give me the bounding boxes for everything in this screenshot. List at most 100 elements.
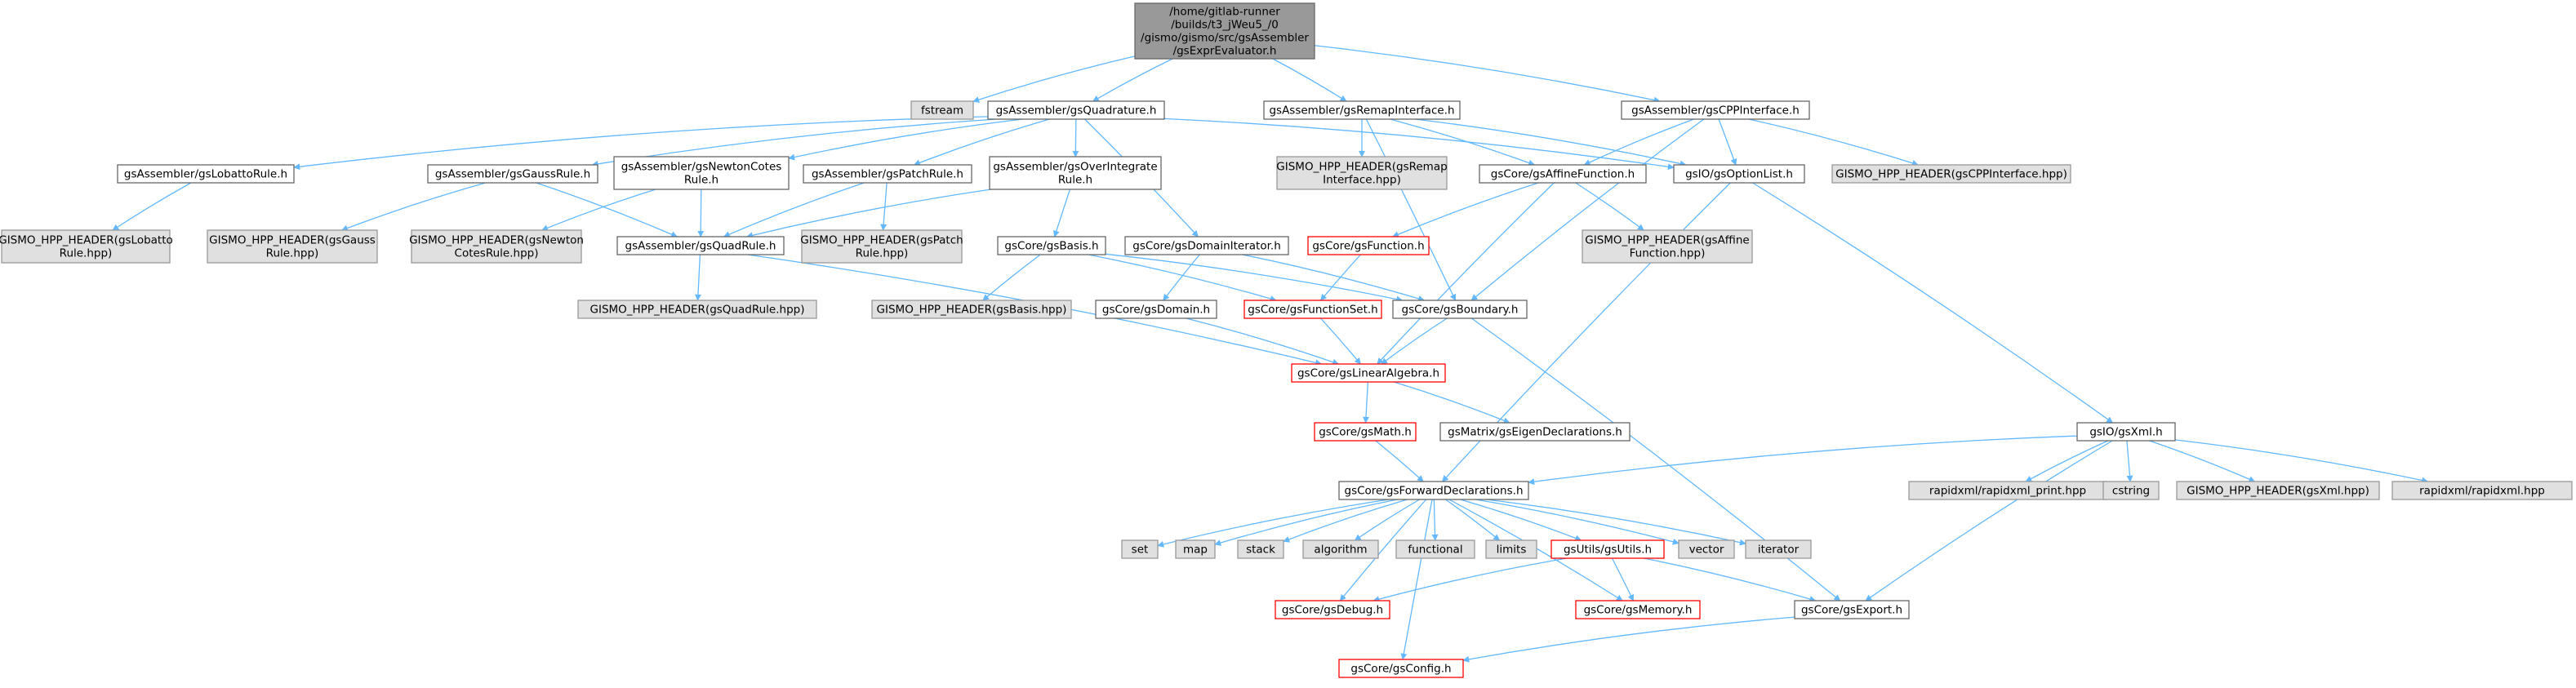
node-xml[interactable]: gsIO/gsXml.h (2076, 422, 2176, 442)
node-label-affine: gsCore/gsAffineFunction.h (1491, 167, 1635, 180)
node-cpp[interactable]: gsAssembler/gsCPPInterface.h (1621, 100, 1810, 120)
node-memory[interactable]: gsCore/gsMemory.h (1575, 600, 1701, 619)
node-label-funcset: gsCore/gsFunctionSet.h (1248, 303, 1377, 316)
node-label-rxprint: rapidxml/rapidxml_print.hpp (1929, 484, 2086, 497)
node-label-rapidxml: rapidxml/rapidxml.hpp (2419, 484, 2545, 497)
edge-cpp-to-option (1718, 118, 1737, 166)
edge-domain-to-linalg (1186, 317, 1340, 366)
node-export[interactable]: gsCore/gsExport.h (1794, 600, 1910, 619)
node-lobattohpp: GISMO_HPP_HEADER(gsLobattoRule.hpp) (0, 229, 173, 264)
node-label-set: set (1132, 543, 1149, 556)
node-config[interactable]: gsCore/gsConfig.h (1338, 659, 1464, 678)
edge-fwd-to-config (1400, 499, 1433, 660)
edge-affine-to-linalg (1377, 182, 1555, 365)
node-box-affine (1479, 164, 1647, 184)
edge-basis-to-funcset (1088, 254, 1277, 302)
node-box-xmlhpp (2176, 481, 2380, 500)
node-box-rapidxml (2391, 481, 2573, 500)
node-eigen[interactable]: gsMatrix/gsEigenDeclarations.h (1439, 422, 1631, 442)
node-lobatto[interactable]: gsAssembler/gsLobattoRule.h (117, 164, 295, 184)
node-basis[interactable]: gsCore/gsBasis.h (997, 236, 1106, 255)
node-debug[interactable]: gsCore/gsDebug.h (1275, 600, 1390, 619)
node-box-quadrule (616, 236, 785, 255)
edge-fwd-to-stack (1283, 499, 1408, 543)
node-patch[interactable]: gsAssembler/gsPatchRule.h (803, 164, 972, 184)
edge-patch-to-patchhpp (880, 182, 888, 231)
node-box-lobattohpp (1, 229, 171, 264)
node-label-xmlhpp: GISMO_HPP_HEADER(gsXml.hpp) (2187, 484, 2369, 497)
node-box-remaphpp (1276, 156, 1448, 190)
node-box-cpp (1621, 100, 1810, 120)
node-box-function (1307, 236, 1430, 255)
node-rapidxml: rapidxml/rapidxml.hpp (2391, 481, 2573, 500)
node-label-newtonhpp: GISMO_HPP_HEADER(gsNewton (409, 233, 584, 246)
node-label-quadrature: gsAssembler/gsQuadrature.h (996, 104, 1157, 117)
node-box-domain (1095, 300, 1217, 319)
edge-utils-to-debug (1373, 557, 1568, 603)
node-domit[interactable]: gsCore/gsDomainIterator.h (1124, 236, 1289, 255)
node-label-cpp: gsAssembler/gsCPPInterface.h (1631, 104, 1800, 117)
node-box-set (1121, 539, 1159, 559)
node-boundary[interactable]: gsCore/gsBoundary.h (1392, 300, 1528, 319)
edge-remap-to-boundary (1365, 118, 1457, 301)
node-funcset[interactable]: gsCore/gsFunctionSet.h (1244, 300, 1382, 319)
node-patchhpp: GISMO_HPP_HEADER(gsPatchRule.hpp) (800, 229, 963, 264)
edge-xml-to-cstring (2126, 440, 2133, 482)
node-root[interactable]: /home/gitlab-runner/builds/t3_jWeu5_/0/g… (1134, 2, 1315, 60)
edge-fwd-to-vector (1475, 499, 1680, 545)
node-box-quadrulehpp (577, 300, 817, 319)
node-quadrule[interactable]: gsAssembler/gsQuadRule.h (616, 236, 785, 255)
node-basishpp: GISMO_HPP_HEADER(gsBasis.hpp) (871, 300, 1072, 319)
node-box-map (1175, 539, 1216, 559)
edge-quadrature-to-patch (913, 118, 1050, 166)
node-box-gauss (427, 164, 598, 184)
edge-remap-to-affine (1390, 118, 1536, 166)
edge-domit-to-domain (1163, 254, 1200, 301)
node-label-domain: gsCore/gsDomain.h (1102, 303, 1210, 316)
edge-lobatto-to-lobattohpp (112, 182, 192, 231)
node-utils[interactable]: gsUtils/gsUtils.h (1550, 539, 1665, 559)
node-box-fwd (1338, 481, 1529, 500)
node-label-xml: gsIO/gsXml.h (2089, 425, 2162, 438)
edge-basis-to-basishpp (982, 254, 1041, 301)
node-label-lobattohpp: Rule.hpp) (60, 246, 113, 260)
node-functional: functional (1395, 539, 1475, 559)
node-label-lobatto: gsAssembler/gsLobattoRule.h (124, 167, 287, 180)
edge-xml-to-xmlhpp (2149, 440, 2256, 482)
node-box-newtonhpp (411, 229, 582, 264)
node-box-affinehpp (1582, 229, 1753, 264)
node-label-remaphpp: Interface.hpp) (1323, 173, 1401, 186)
edge-patch-to-quadrule (723, 182, 865, 237)
node-box-over (989, 156, 1162, 190)
node-function[interactable]: gsCore/gsFunction.h (1307, 236, 1430, 255)
node-quadrature[interactable]: gsAssembler/gsQuadrature.h (987, 100, 1165, 120)
node-affine[interactable]: gsCore/gsAffineFunction.h (1479, 164, 1647, 184)
node-label-export: gsCore/gsExport.h (1801, 603, 1902, 616)
edge-over-to-quadrule (745, 189, 991, 239)
edge-quadrature-to-over (1072, 118, 1079, 158)
node-math[interactable]: gsCore/gsMath.h (1314, 422, 1417, 442)
node-label-fstream: fstream (921, 104, 963, 117)
node-domain[interactable]: gsCore/gsDomain.h (1095, 300, 1217, 319)
node-linalg[interactable]: gsCore/gsLinearAlgebra.h (1291, 363, 1446, 383)
edge-xml-to-rxprint (2025, 440, 2109, 482)
edge-remap-to-option (1415, 118, 1687, 167)
edge-quadrature-to-lobatto (293, 116, 989, 171)
node-label-root: /home/gitlab-runner (1169, 5, 1280, 18)
node-gauss[interactable]: gsAssembler/gsGaussRule.h (427, 164, 598, 184)
node-fwd[interactable]: gsCore/gsForwardDeclarations.h (1338, 481, 1529, 500)
node-box-root (1134, 2, 1315, 60)
node-set: set (1121, 539, 1159, 559)
node-label-basis: gsCore/gsBasis.h (1004, 239, 1098, 252)
node-remap[interactable]: gsAssembler/gsRemapInterface.h (1263, 100, 1461, 120)
node-label-functional: functional (1408, 543, 1462, 556)
node-label-cstring: cstring (2112, 484, 2150, 497)
edge-cpp-to-boundary (1470, 118, 1705, 301)
node-label-basishpp: GISMO_HPP_HEADER(gsBasis.hpp) (877, 303, 1067, 316)
edge-domit-to-boundary (1242, 254, 1426, 302)
node-option[interactable]: gsIO/gsOptionList.h (1673, 164, 1805, 184)
